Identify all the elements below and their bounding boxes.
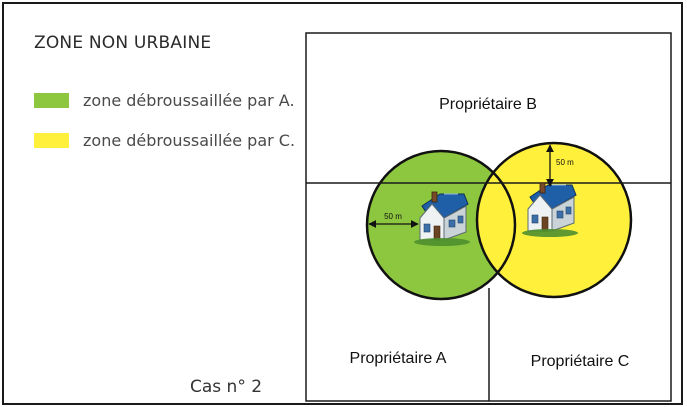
legend-label-zone-a: zone débroussaillée par A.	[83, 91, 295, 110]
legend-item-zone-a: zone débroussaillée par A.	[34, 91, 295, 110]
distance-label-a: 50 m	[384, 212, 402, 221]
legend-swatch-zone-c	[34, 133, 69, 148]
legend-label-zone-c: zone débroussaillée par C.	[83, 131, 296, 150]
owner-c-label: Propriétaire C	[531, 353, 630, 370]
figure-title: ZONE NON URBAINE	[34, 33, 212, 53]
legend-item-zone-c: zone débroussaillée par C.	[34, 131, 295, 150]
owner-b-label: Propriétaire B	[439, 96, 537, 113]
distance-label-c: 50 m	[556, 158, 574, 167]
owner-a-label: Propriétaire A	[350, 350, 447, 367]
legend-swatch-zone-a	[34, 93, 69, 108]
cleared-zone-c-outline	[475, 141, 633, 299]
cleared-zone-a-outline	[365, 149, 517, 301]
case-caption: Cas n° 2	[190, 377, 263, 397]
